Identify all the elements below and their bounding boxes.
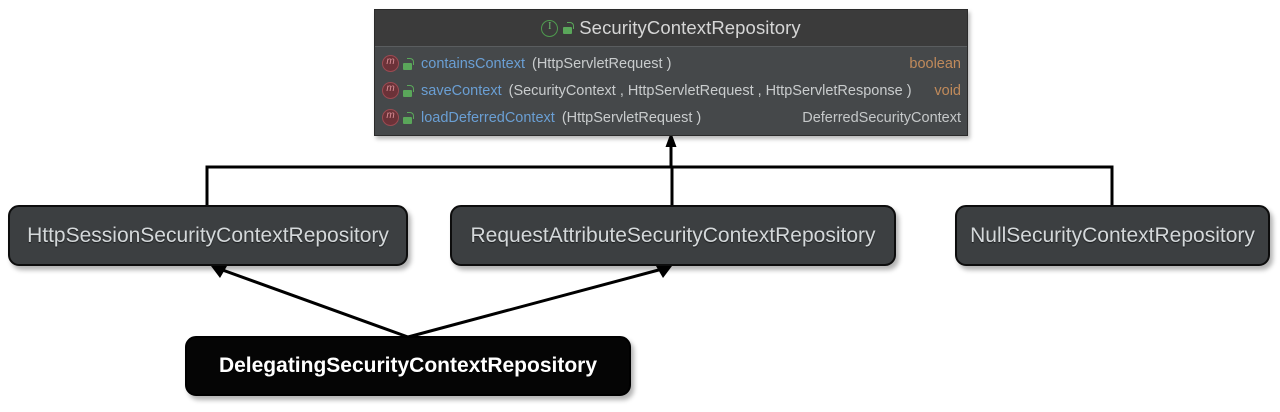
class-node-request-attribute-security-context-repository[interactable]: RequestAttributeSecurityContextRepositor… [450,205,896,266]
method-signature: (HttpServletRequest ) [561,109,702,126]
class-node-null-security-context-repository[interactable]: NullSecurityContextRepository [955,205,1270,266]
unlock-icon [563,22,575,34]
interface-title: SecurityContextRepository [579,17,801,38]
unlock-icon [403,84,414,97]
method-return-type: void [934,82,961,99]
interface-header: I SecurityContextRepository [375,10,967,47]
class-node-delegating-security-context-repository[interactable]: DelegatingSecurityContextRepository [185,336,631,396]
implements-connector [205,140,1114,205]
method-name: loadDeferredContext [421,109,555,126]
method-name: saveContext [421,82,502,99]
method-signature: (HttpServletRequest ) [531,55,672,72]
method-return-type: DeferredSecurityContext [802,109,961,126]
member-row[interactable]: m containsContext (HttpServletRequest ) … [375,50,967,77]
delegates-to-http-session-connector [211,266,409,339]
interface-node-security-context-repository[interactable]: I SecurityContextRepository m containsCo… [374,9,968,136]
member-list: m containsContext (HttpServletRequest ) … [375,47,967,135]
unlock-icon [403,57,414,70]
class-node-label: DelegatingSecurityContextRepository [218,354,598,377]
method-icon: m [382,55,399,72]
method-return-type: boolean [909,55,961,72]
class-node-label: NullSecurityContextRepository [970,223,1255,247]
member-row[interactable]: m loadDeferredContext (HttpServletReques… [375,104,967,131]
class-node-label: HttpSessionSecurityContextRepository [27,223,389,247]
method-icon: m [382,109,399,126]
class-node-label: RequestAttributeSecurityContextRepositor… [470,223,876,247]
unlock-icon [403,111,414,124]
delegates-to-request-attribute-connector [407,266,672,339]
member-row[interactable]: m saveContext (SecurityContext , HttpSer… [375,77,967,104]
class-node-http-session-security-context-repository[interactable]: HttpSessionSecurityContextRepository [8,205,408,266]
interface-icon: I [541,19,559,37]
method-icon: m [382,82,399,99]
method-name: containsContext [421,55,525,72]
method-signature: (SecurityContext , HttpServletRequest , … [508,82,912,99]
